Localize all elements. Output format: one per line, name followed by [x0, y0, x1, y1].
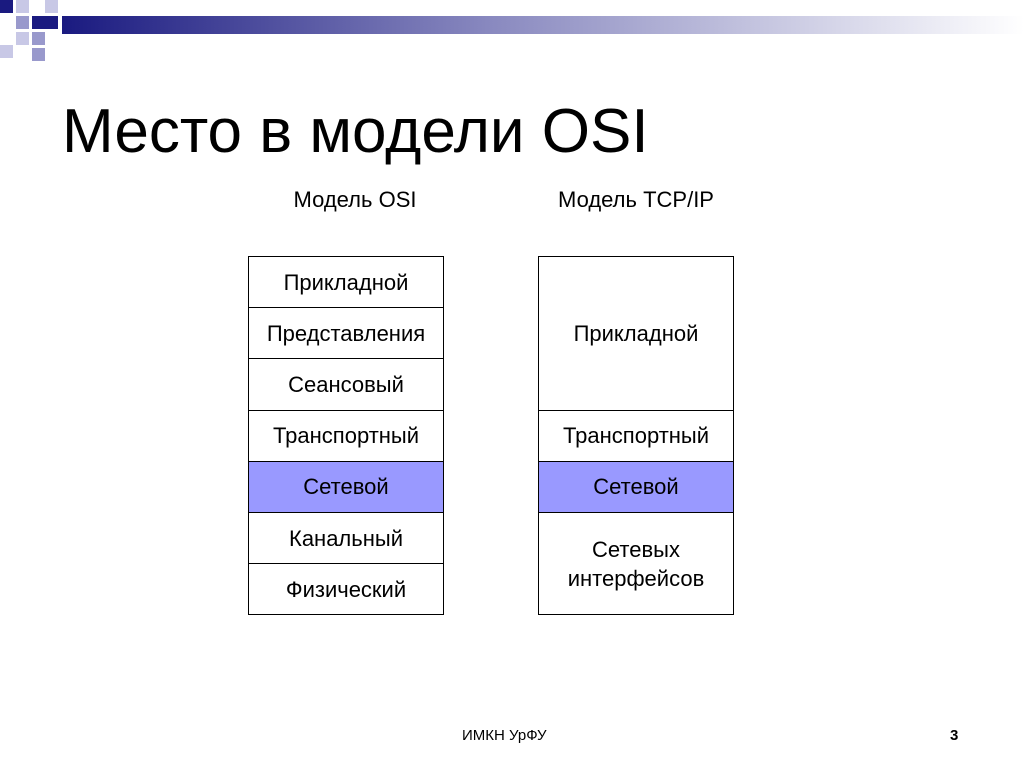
osi-heading: Модель OSI	[293, 187, 417, 212]
tcpip-heading: Модель TCP/IP	[558, 187, 714, 212]
decor-square	[32, 32, 45, 45]
decor-square	[16, 32, 29, 45]
decor-square	[0, 45, 13, 58]
decor-square	[0, 0, 13, 13]
osi-layer: Транспортный	[248, 410, 444, 462]
decor-square	[16, 16, 29, 29]
osi-layer: Прикладной	[248, 257, 444, 309]
osi-layer: Канальный	[248, 512, 444, 565]
osi-layer: Физический	[248, 564, 444, 616]
tcpip-layer: Транспортный	[538, 410, 734, 462]
footer-text: ИМКН УрФУ	[462, 727, 547, 744]
header-decoration	[0, 0, 1024, 61]
osi-layer: Представления	[248, 308, 444, 360]
decor-square	[45, 0, 58, 13]
decor-square	[32, 16, 45, 29]
page-number: 3	[950, 727, 959, 744]
tcpip-layer: Сетевой	[538, 461, 734, 513]
decor-square	[45, 16, 58, 29]
tcpip-layer: Прикладной	[538, 257, 734, 411]
slide-title: Место в модели OSI	[62, 97, 649, 166]
tcpip-layer: Сетевых интерфейсов	[538, 512, 734, 616]
decor-bar	[62, 16, 1024, 34]
osi-layer: Сеансовый	[248, 359, 444, 411]
decor-square	[16, 0, 29, 13]
decor-square	[32, 48, 45, 61]
osi-layer: Сетевой	[248, 461, 444, 513]
